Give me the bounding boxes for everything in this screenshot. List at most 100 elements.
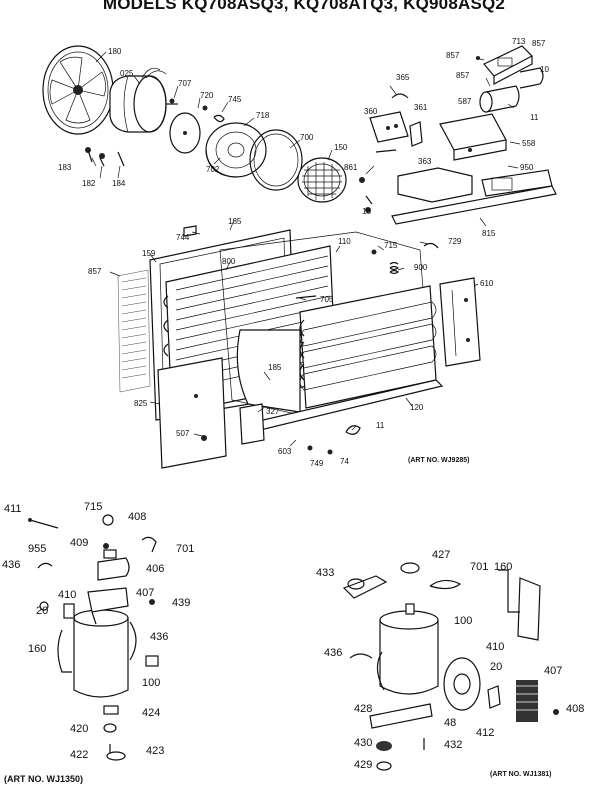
label-861: 861 [344, 163, 358, 172]
label-185: 185 [228, 217, 242, 226]
grommet-408 [102, 514, 114, 526]
bolt-411 [29, 519, 59, 529]
label-720: 720 [200, 91, 214, 100]
label-411: 411 [4, 503, 22, 515]
art-number-right: (ART NO. WJ1381) [490, 771, 551, 778]
label-729: 729 [448, 237, 462, 246]
label-429: 429 [354, 759, 372, 771]
label-857d: 857 [88, 267, 102, 276]
label-700: 700 [300, 133, 314, 142]
label-361: 361 [414, 103, 428, 112]
label-10: 10 [540, 65, 549, 74]
label-407-right: 407 [544, 665, 562, 677]
mount-bracket-433 [342, 575, 388, 599]
label-423: 423 [146, 745, 164, 757]
fan-motor [109, 67, 178, 133]
label-587: 587 [458, 97, 472, 106]
label-713: 713 [512, 37, 526, 46]
nut-409 [103, 543, 109, 549]
label-025: 025 [120, 69, 134, 78]
screw-74 [327, 449, 333, 455]
clip-436-right [349, 653, 373, 659]
clip-701 [141, 536, 157, 553]
nut-429 [376, 761, 392, 771]
label-610: 610 [480, 279, 494, 288]
label-120: 120 [410, 403, 424, 412]
compressor-right [376, 603, 439, 695]
label-439: 439 [172, 597, 190, 609]
label-857a: 857 [446, 51, 460, 60]
filter-grille [117, 269, 151, 393]
label-409: 409 [70, 537, 88, 549]
label-110: 110 [338, 237, 351, 246]
label-18: 18 [362, 207, 371, 216]
label-705: 705 [320, 295, 334, 304]
grommet-427 [400, 562, 420, 574]
label-20-right: 20 [490, 661, 502, 673]
terminal-20 [39, 601, 49, 611]
orifice-plate [169, 112, 201, 154]
label-422: 422 [70, 749, 88, 761]
label-603: 603 [278, 447, 292, 456]
clip [202, 105, 208, 111]
label-900: 900 [414, 263, 428, 272]
overload-cover [97, 549, 130, 581]
label-715-left: 715 [84, 501, 102, 513]
label-327: 327 [266, 407, 280, 416]
label-432: 432 [444, 739, 462, 751]
label-160-left: 160 [28, 643, 46, 655]
label-410-right: 410 [486, 641, 504, 653]
label-825: 825 [134, 399, 148, 408]
side-panel-right [439, 277, 481, 367]
screw-715 [371, 249, 377, 255]
screw-set [359, 177, 373, 213]
base-rail [239, 379, 444, 445]
label-159: 159 [142, 249, 156, 258]
washer-424 [103, 705, 119, 715]
label-436-right: 436 [324, 647, 342, 659]
label-410-left: 410 [58, 589, 76, 601]
label-185b: 185 [268, 363, 282, 372]
screw [169, 98, 175, 104]
label-857b: 857 [532, 39, 546, 48]
plate-428 [369, 703, 433, 729]
label-701-right: 701 [470, 561, 488, 573]
gasket-ring [249, 129, 303, 191]
label-857c: 857 [456, 71, 470, 80]
label-815: 815 [482, 229, 496, 238]
label-365: 365 [396, 73, 410, 82]
clip-436b [145, 655, 159, 667]
capacitor-160 [498, 569, 541, 641]
grommet-430 [376, 741, 392, 751]
wire-harness [345, 425, 361, 435]
thermostat-clip [391, 93, 409, 99]
label-408-right: 408 [566, 703, 584, 715]
label-100-left: 100 [142, 677, 160, 689]
insulation-407 [516, 680, 538, 722]
label-424: 424 [142, 707, 160, 719]
capacitor-bracket [476, 45, 534, 85]
clip-412 [487, 685, 501, 709]
label-20-left: 20 [36, 605, 48, 617]
label-363: 363 [418, 157, 432, 166]
label-428: 428 [354, 703, 372, 715]
relay-bracket [369, 111, 409, 143]
label-180: 180 [108, 47, 122, 56]
label-433: 433 [316, 567, 334, 579]
compressor-left [57, 587, 137, 698]
label-430: 430 [354, 737, 372, 749]
clip-744 [183, 225, 197, 237]
label-800: 800 [222, 257, 236, 266]
label-160-right: 160 [494, 561, 512, 573]
label-950: 950 [520, 163, 534, 172]
label-11: 11 [530, 113, 539, 122]
label-715: 715 [384, 241, 398, 250]
fan-blade [42, 45, 114, 135]
label-406: 406 [146, 563, 164, 575]
motor-mount-hardware [85, 147, 125, 167]
label-407-left: 407 [136, 587, 154, 599]
label-745: 745 [228, 95, 242, 104]
blower-wheel [297, 157, 347, 203]
label-48: 48 [444, 717, 456, 729]
